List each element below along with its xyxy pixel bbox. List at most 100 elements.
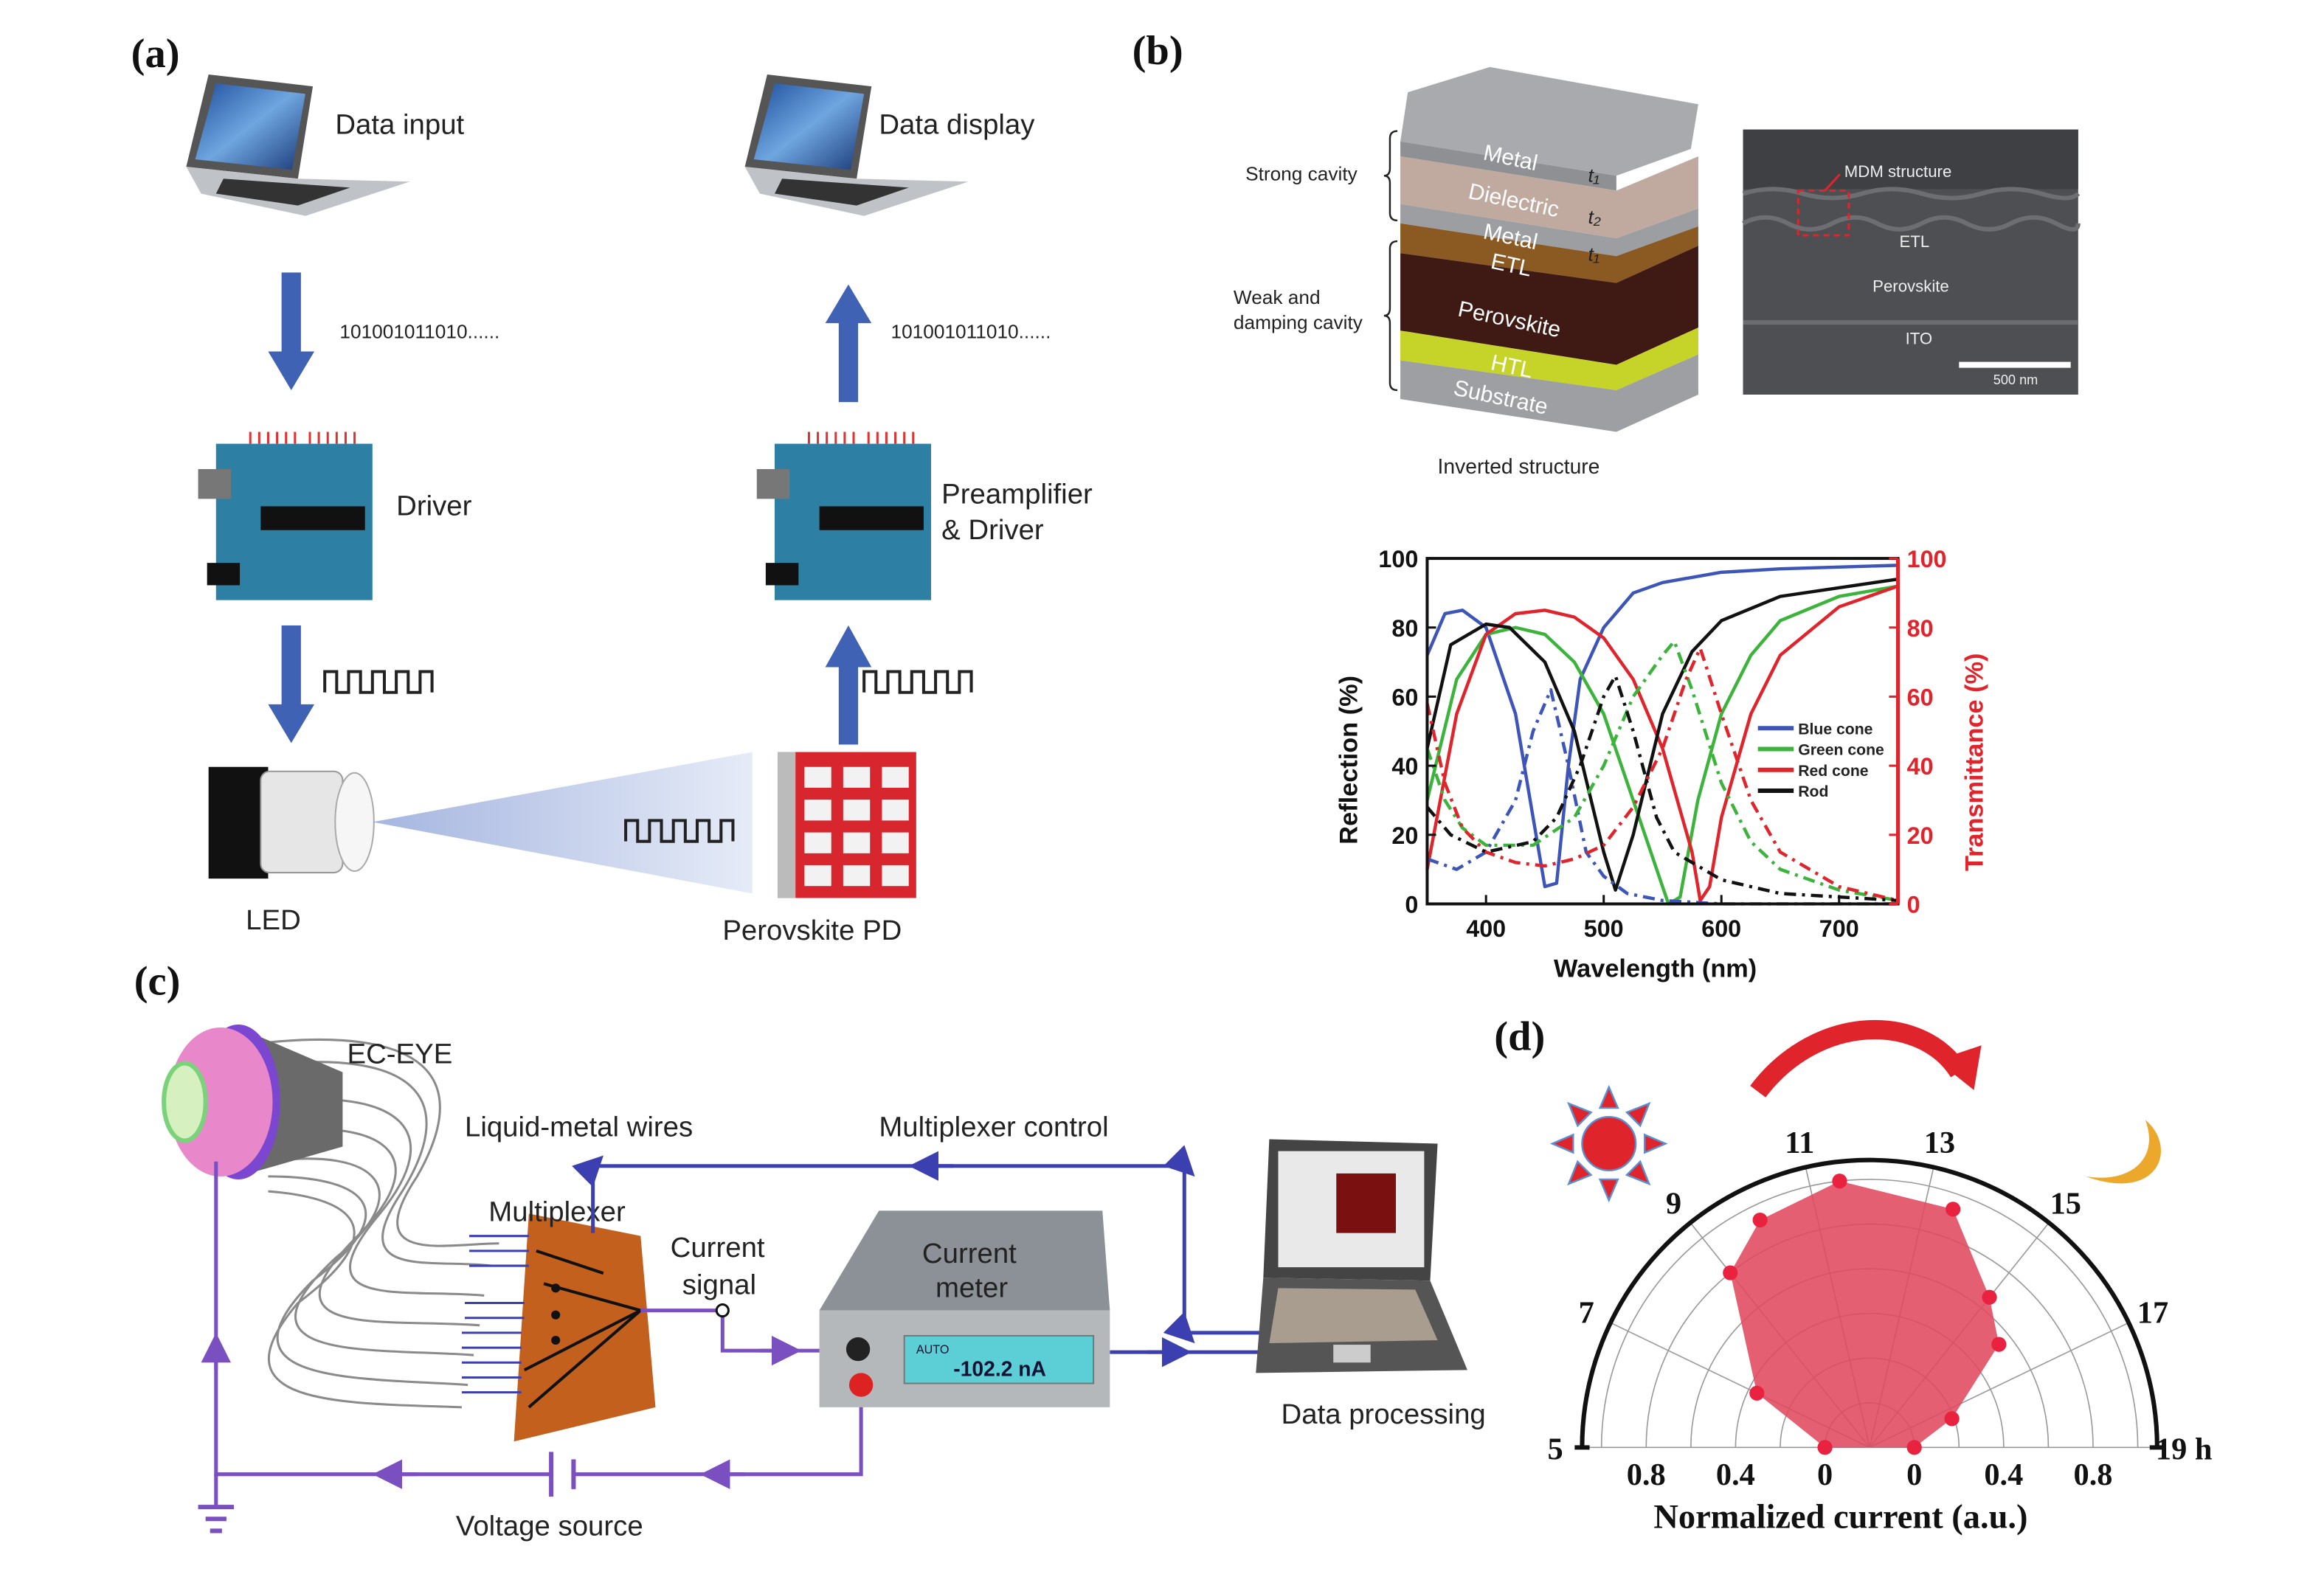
layer-perovskite xyxy=(1400,246,1698,365)
moon-icon xyxy=(2085,1120,2161,1184)
panel-a-label: (a) xyxy=(131,31,180,77)
data-point xyxy=(1906,1440,1922,1455)
y2-tick-label: 40 xyxy=(1907,753,1934,780)
microcontroller-board-icon xyxy=(198,431,373,600)
multiplexer-label: Multiplexer xyxy=(488,1196,626,1227)
y-axis-title: Reflection (%) xyxy=(1335,676,1363,845)
layer-htl xyxy=(1400,327,1698,390)
laptop-icon xyxy=(1256,1139,1467,1373)
panel-c: (c) EC-EYE Liquid-metal wires Multiplexe… xyxy=(134,959,1486,1542)
layer-dielectric xyxy=(1400,156,1698,239)
data-point xyxy=(1723,1265,1738,1280)
stack-caption: Inverted structure xyxy=(1438,454,1600,478)
y-tick-label: 0 xyxy=(1405,892,1418,918)
y2-tick-label: 80 xyxy=(1907,615,1934,642)
x-tick-label: 600 xyxy=(1701,915,1741,942)
strong-cavity-label: Strong cavity xyxy=(1245,162,1358,184)
transmittance-series-line-6 xyxy=(1425,646,1899,902)
led-icon xyxy=(208,766,375,879)
data-processing-label: Data processing xyxy=(1282,1398,1486,1430)
reflection-series-line-3 xyxy=(1425,577,1898,892)
layer-stack-diagram xyxy=(1400,66,1698,432)
weak-cavity-label: Weak and xyxy=(1234,286,1321,308)
mux-control-label: Multiplexer control xyxy=(879,1111,1108,1143)
current-meter-icon xyxy=(819,1210,1110,1407)
angular-tick-label: 13 xyxy=(1924,1126,1955,1160)
led-label: LED xyxy=(246,904,301,936)
panel-b: (b) Metal Dielectric Metal ETL Perovskit… xyxy=(1132,28,2081,982)
angular-tick-label: 7 xyxy=(1579,1296,1594,1331)
square-wave-icon xyxy=(624,819,735,843)
sem-perovskite-label: Perovskite xyxy=(1872,277,1949,296)
x-axis-title: Normalized current (a.u.) xyxy=(1653,1498,2027,1536)
thickness-label: t₁ xyxy=(1588,164,1600,186)
panel-b-label: (b) xyxy=(1132,28,1183,74)
legend-label: Rod xyxy=(1798,783,1828,800)
perovskite-pd-label: Perovskite PD xyxy=(722,915,902,946)
current-signal-label: signal xyxy=(682,1269,756,1300)
data-point xyxy=(1817,1440,1833,1455)
ground-icon xyxy=(198,1505,235,1533)
laptop-icon xyxy=(744,74,969,216)
weak-cavity-label: damping cavity xyxy=(1234,311,1363,333)
x-axis-title: Wavelength (nm) xyxy=(1554,954,1757,982)
arrow-up-icon xyxy=(825,284,872,403)
radial-tick-label: 0 xyxy=(1906,1458,1922,1492)
square-wave-icon xyxy=(323,670,434,694)
reflection-series-line-1 xyxy=(1425,584,1898,906)
sem-etl-label: ETL xyxy=(1900,232,1930,251)
microcontroller-board-icon xyxy=(756,431,932,600)
sun-icon xyxy=(1549,1084,1668,1203)
battery-icon xyxy=(549,1452,576,1497)
meter-mode: AUTO xyxy=(916,1343,950,1356)
y-tick-label: 100 xyxy=(1378,546,1418,572)
transmittance-series-line-7 xyxy=(1425,674,1898,903)
meter-reading: -102.2 nA xyxy=(953,1356,1046,1380)
wire-bundle xyxy=(268,1038,499,1409)
bitstream-text: 101001011010...... xyxy=(339,320,499,342)
data-point xyxy=(1946,1202,1961,1217)
arrow-down-icon xyxy=(268,272,315,390)
angular-tick-label: 9 xyxy=(1666,1186,1681,1221)
day-night-arrow-icon xyxy=(1750,1019,1982,1098)
radial-grid-ring xyxy=(1600,1179,2139,1448)
data-point xyxy=(1749,1385,1765,1401)
y2-tick-label: 0 xyxy=(1907,892,1920,918)
panel-d-label: (d) xyxy=(1494,1013,1545,1059)
arrow-down-icon xyxy=(268,625,315,744)
panel-c-label: (c) xyxy=(134,959,181,1005)
sem-ito-label: ITO xyxy=(1906,329,1933,347)
wiring xyxy=(201,1145,1264,1508)
ec-eye-label: EC-EYE xyxy=(347,1038,452,1070)
y-tick-label: 80 xyxy=(1391,615,1418,642)
x-tick-label: 400 xyxy=(1466,915,1506,942)
data-point xyxy=(1991,1337,2007,1352)
current-meter-label: Current xyxy=(922,1238,1017,1269)
chart-series-group xyxy=(1425,564,1899,906)
sem-mdm-label: MDM structure xyxy=(1844,162,1951,181)
bitstream-text: 101001011010...... xyxy=(891,320,1051,342)
data-point xyxy=(1752,1212,1768,1228)
angular-tick-label: 15 xyxy=(2050,1186,2081,1221)
y2-tick-label: 100 xyxy=(1907,546,1947,572)
legend-label: Red cone xyxy=(1798,763,1869,780)
brace-icon xyxy=(1383,130,1398,222)
driver-label: Driver xyxy=(396,491,472,522)
square-wave-icon xyxy=(862,670,973,694)
multiplexer-icon xyxy=(461,1213,656,1442)
thickness-label: t₂ xyxy=(1588,206,1601,228)
reflection-series-line-0 xyxy=(1425,564,1898,889)
data-point xyxy=(1832,1174,1847,1189)
driver-label: & Driver xyxy=(941,514,1044,546)
radial-tick-label: 0.8 xyxy=(2074,1458,2113,1492)
wires-label: Liquid-metal wires xyxy=(465,1111,693,1143)
legend-label: Green cone xyxy=(1798,742,1884,759)
angular-tick-label: 17 xyxy=(2137,1296,2168,1331)
angular-tick-label: 11 xyxy=(1785,1126,1814,1160)
brace-icon xyxy=(1383,240,1398,392)
data-point xyxy=(1982,1289,1997,1305)
legend-label: Blue cone xyxy=(1798,721,1872,738)
y2-axis-title: Transmittance (%) xyxy=(1961,654,1989,872)
